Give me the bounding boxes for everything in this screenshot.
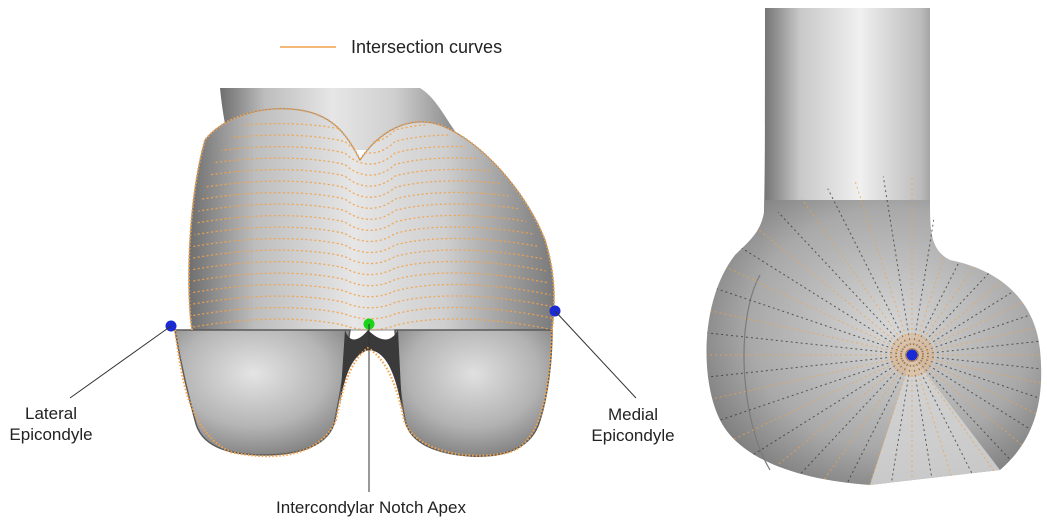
lateral-epicondyle-label-line1: Lateral: [6, 403, 96, 424]
medial-condyle: [395, 330, 552, 456]
medial-leader-line: [555, 311, 636, 398]
medial-epicondyle-label-line2: Epicondyle: [578, 425, 688, 446]
lateral-femur-view: [692, 8, 1047, 523]
lateral-view-center-marker: [907, 350, 918, 361]
legend-label: Intersection curves: [351, 37, 502, 58]
medial-epicondyle-label: Medial Epicondyle: [578, 404, 688, 446]
medial-epicondyle-label-line1: Medial: [578, 404, 688, 425]
intercondylar-notch: [340, 330, 402, 410]
lateral-epicondyle-label-line2: Epicondyle: [6, 424, 96, 445]
lateral-leader-line: [70, 326, 171, 398]
lateral-epicondyle-label: Lateral Epicondyle: [6, 403, 96, 445]
anterior-femur-view: [70, 88, 636, 492]
notch-apex-label: Intercondylar Notch Apex: [246, 497, 496, 518]
